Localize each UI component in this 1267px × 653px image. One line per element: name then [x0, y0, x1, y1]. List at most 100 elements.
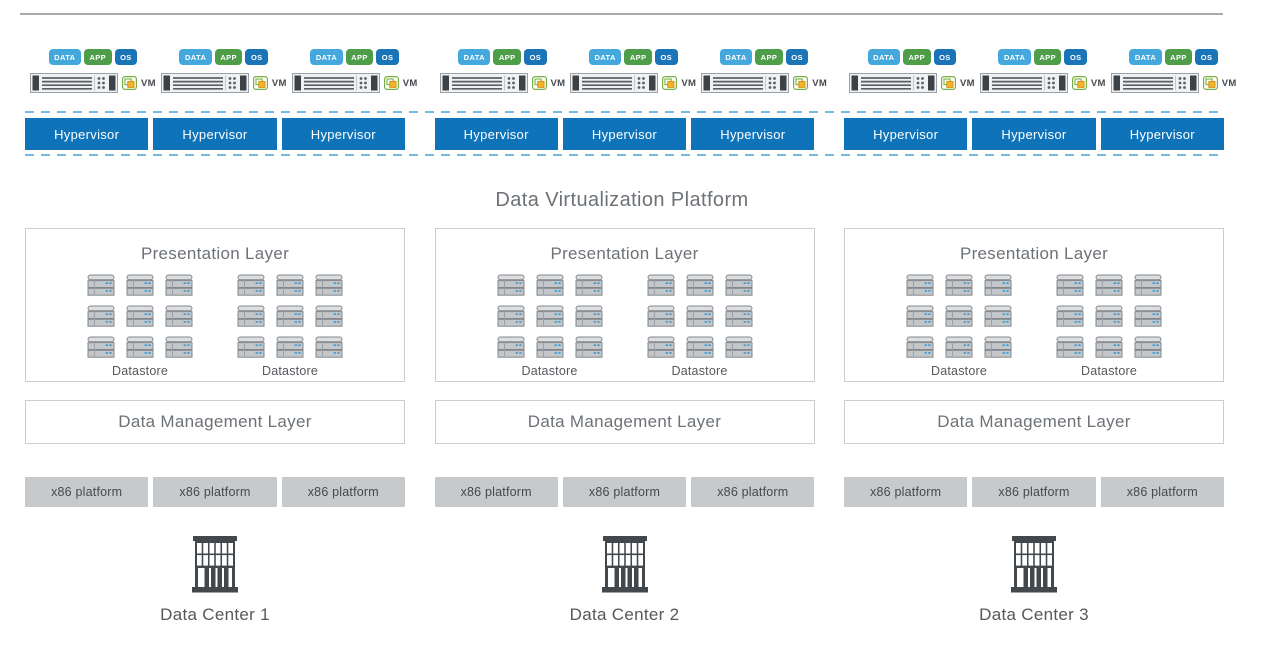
- datastore-grid: [87, 274, 193, 359]
- presentation-layer-box: Presentation Layer Datastore Dat: [844, 228, 1224, 382]
- x86-platform-box: x86 platform: [844, 477, 968, 507]
- x86-platform-box: x86 platform: [153, 477, 277, 507]
- presentation-layer-title: Presentation Layer: [550, 244, 699, 263]
- datastore-icon: [237, 274, 265, 296]
- datastore-groups: Datastore Datastore: [26, 274, 404, 378]
- chip-data: DATA: [179, 49, 212, 65]
- datastore-icon: [686, 305, 713, 327]
- datastore-icon: [575, 305, 602, 327]
- datastore-icon: [984, 274, 1012, 296]
- datacenter-building: [435, 536, 815, 593]
- presentation-layer-box: Presentation Layer Datastore Dat: [434, 228, 815, 382]
- chip-os: OS: [1064, 49, 1088, 65]
- data-management-layer-box: Data Management Layer: [434, 400, 815, 444]
- server-icon: [1110, 73, 1199, 93]
- chip-app: APP: [345, 49, 374, 65]
- chip-app: APP: [1164, 49, 1193, 65]
- chip-app: APP: [1033, 49, 1062, 65]
- datastore-icon: [276, 336, 304, 358]
- datastore-icon: [165, 336, 193, 358]
- chip-app: APP: [624, 49, 652, 65]
- data-management-layer-box: Data Management Layer: [25, 400, 405, 444]
- datastore-icon: [906, 305, 934, 327]
- hypervisor-bar: Hypervisor: [972, 118, 1096, 150]
- dashed-border-bottom: [25, 154, 1224, 156]
- chip-app: APP: [902, 49, 931, 65]
- data-center-label: Data Center 3: [979, 605, 1089, 624]
- vm-badge-icon: [662, 76, 678, 90]
- datastore-icon: [165, 274, 193, 296]
- hypervisor-bar: Hypervisor: [691, 118, 815, 150]
- server-icon: [439, 73, 528, 93]
- vm-badge-icon: [941, 76, 956, 90]
- datastore-groups: Datastore Datastore: [845, 274, 1223, 378]
- datastore-icon: [1056, 336, 1084, 358]
- chip-os: OS: [654, 49, 678, 65]
- building-icon: [601, 536, 648, 593]
- vm-badge-icon: [383, 76, 399, 90]
- server-icon: [701, 73, 790, 93]
- datacenter-building: [25, 536, 405, 593]
- chip-data: DATA: [458, 49, 491, 65]
- vm-badge-icon: [793, 76, 809, 90]
- datastore-icon: [237, 336, 265, 358]
- datastore-icon: [1134, 274, 1162, 296]
- vm-badge-icon: [252, 76, 268, 90]
- presentation-layer-box: Presentation Layer Datastore Dat: [25, 228, 405, 382]
- datastore-icon: [647, 305, 674, 327]
- datastore-label: Datastore: [521, 364, 578, 378]
- vm-server: VM: [30, 73, 156, 93]
- datastore-icon: [276, 274, 304, 296]
- hypervisor-bar: Hypervisor: [562, 118, 687, 150]
- datastore-icon: [87, 274, 115, 296]
- vm-label: VM: [960, 77, 975, 89]
- platform-title: Data Virtualization Platform: [495, 189, 749, 211]
- datastore-icon: [686, 274, 713, 296]
- hypervisor-bar: Hypervisor: [1100, 118, 1224, 150]
- dashed-border-top: [25, 111, 1224, 113]
- chip-data: DATA: [867, 49, 900, 65]
- vm-label: VM: [1090, 77, 1106, 89]
- datacenter-column-1: Presentation Layer Datastore Dat: [25, 228, 405, 625]
- server-icon: [291, 73, 380, 93]
- datastore-icon: [237, 305, 265, 327]
- datastore-icon: [165, 305, 193, 327]
- vm-label: VM: [141, 77, 156, 89]
- datastore-icon: [536, 336, 563, 358]
- datastore-grid: [906, 274, 1012, 359]
- datastore-grid: [497, 274, 603, 359]
- top-rule: [20, 13, 1223, 15]
- presentation-layer-title: Presentation Layer: [959, 244, 1109, 263]
- data-center-label: Data Center 1: [160, 605, 270, 624]
- vm-badge-icon: [1071, 76, 1087, 90]
- building-icon: [1011, 536, 1057, 593]
- chip-data: DATA: [998, 49, 1031, 65]
- datastore-icon: [1056, 305, 1084, 327]
- datastore-icon: [725, 274, 752, 296]
- datastore-icon: [1095, 274, 1123, 296]
- datastore-grid: [647, 274, 753, 359]
- datacenter-column-2: Presentation Layer Datastore Dat: [434, 228, 815, 625]
- chip-os: OS: [933, 49, 957, 65]
- x86-platform-box: x86 platform: [972, 477, 1096, 507]
- datastore-label: Datastore: [1081, 364, 1137, 378]
- hypervisor-bar: Hypervisor: [434, 118, 558, 150]
- datastore-icon: [1095, 305, 1123, 327]
- datastore-group: Datastore: [237, 274, 343, 378]
- chip-app: APP: [755, 49, 783, 65]
- datastore-group: Datastore: [497, 274, 603, 378]
- vm-server: VM: [439, 73, 566, 93]
- x86-platform-box: x86 platform: [691, 477, 815, 507]
- server-icon: [570, 73, 659, 93]
- datacenter-columns: Presentation Layer Datastore Dat: [25, 228, 1224, 625]
- server-icon: [160, 73, 249, 93]
